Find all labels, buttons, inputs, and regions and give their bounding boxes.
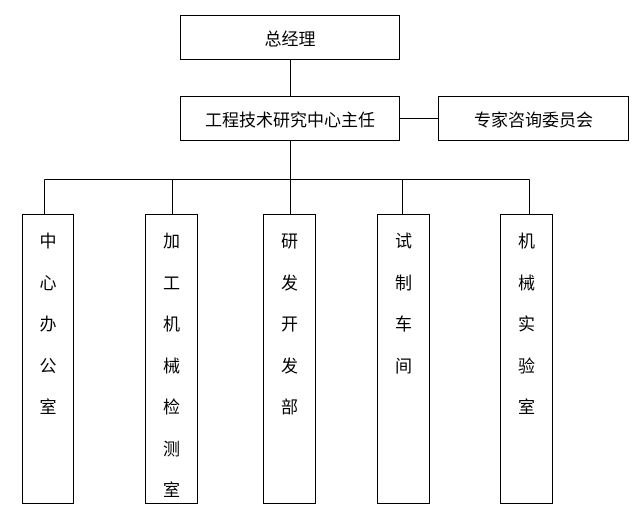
department-label-trial-workshop: 试制车间: [378, 222, 429, 388]
vertical-char-2: 发: [281, 273, 298, 294]
vertical-char-6: 测: [163, 439, 180, 460]
vertical-char-1: 机: [518, 232, 535, 252]
vertical-char-1: 研: [281, 232, 298, 252]
vertical-char-5: 检: [163, 398, 180, 418]
department-box-machining-inspection: 加工机械检测室: [145, 214, 198, 504]
vertical-char-7: 室: [163, 481, 180, 501]
general-manager-box: 总经理: [180, 15, 400, 60]
center-director-label: 工程技术研究中心主任: [205, 111, 375, 131]
general-manager-label: 总经理: [264, 30, 316, 50]
department-label-office: 中心办公室: [23, 222, 73, 430]
vertical-char-3: 开: [281, 315, 298, 335]
vertical-char-2: 心: [39, 273, 57, 294]
department-label-mechanical-lab: 机械实验室: [501, 222, 552, 430]
vertical-char-4: 械: [163, 356, 180, 377]
vertical-char-4: 发: [281, 356, 298, 377]
vertical-char-3: 车: [395, 315, 412, 335]
center-director-box: 工程技术研究中心主任: [180, 96, 400, 141]
vertical-char-5: 室: [518, 398, 535, 418]
department-box-rnd: 研发开发部: [263, 214, 316, 504]
department-label-rnd: 研发开发部: [264, 222, 315, 430]
vertical-char-3: 实: [518, 315, 535, 335]
department-box-office: 中心办公室: [22, 214, 74, 504]
vertical-char-5: 室: [39, 398, 57, 418]
vertical-char-2: 械: [518, 273, 535, 294]
vertical-char-1: 中: [39, 232, 57, 252]
vertical-char-3: 机: [163, 315, 180, 335]
vertical-char-3: 办: [39, 315, 57, 335]
vertical-char-2: 制: [395, 273, 412, 294]
department-box-trial-workshop: 试制车间: [377, 214, 430, 504]
vertical-char-4: 间: [395, 356, 412, 377]
vertical-char-4: 公: [39, 356, 57, 377]
department-label-machining-inspection: 加工机械检测室: [146, 222, 197, 513]
vertical-char-4: 验: [518, 356, 535, 377]
department-box-mechanical-lab: 机械实验室: [500, 214, 553, 504]
advisory-committee-label: 专家咨询委员会: [474, 111, 593, 131]
vertical-char-1: 加: [163, 232, 180, 252]
vertical-char-5: 部: [281, 398, 298, 418]
vertical-char-1: 试: [395, 232, 412, 252]
advisory-committee-box: 专家咨询委员会: [438, 96, 629, 141]
vertical-char-2: 工: [163, 273, 180, 294]
